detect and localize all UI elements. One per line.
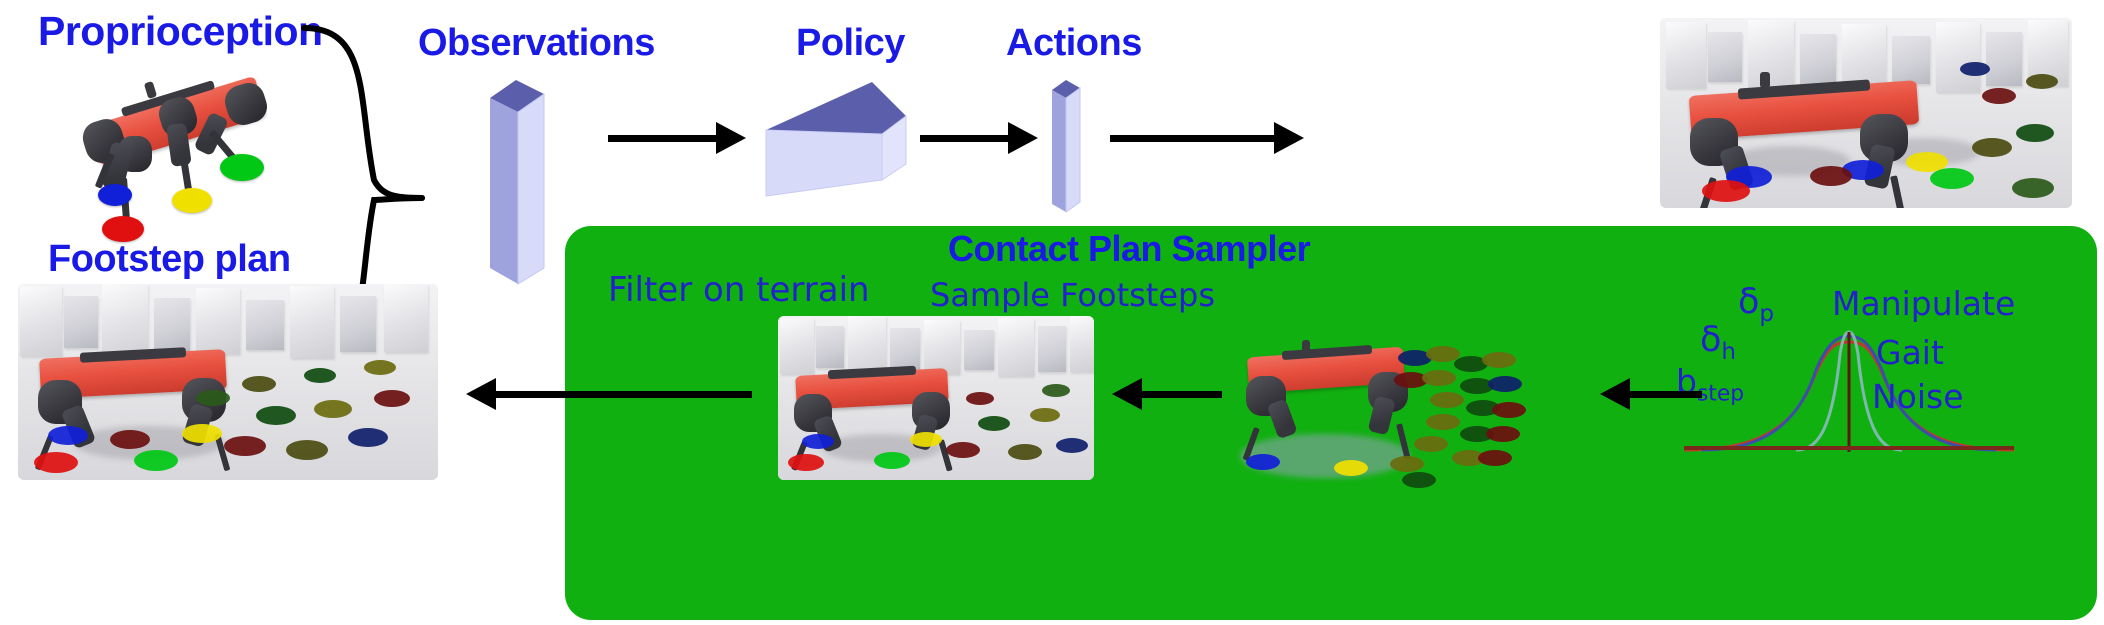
sampled-footstep <box>1394 372 1428 388</box>
arrow-filter-to-plan <box>466 378 756 410</box>
contact-marker <box>1030 408 1060 422</box>
sampled-footstep <box>1390 456 1424 472</box>
contact-marker <box>196 390 230 406</box>
policy-block <box>760 72 910 200</box>
contact-marker <box>134 450 178 471</box>
actions-block <box>1046 72 1092 214</box>
contact-marker <box>1982 88 2016 104</box>
contact-marker <box>1960 62 1990 76</box>
contact-marker <box>966 392 994 405</box>
observations-label: Observations <box>418 22 655 64</box>
contact-marker <box>182 424 222 443</box>
contact-marker <box>1056 438 1088 453</box>
policy-label: Policy <box>796 22 905 64</box>
contact-marker <box>348 428 388 447</box>
foot-marker-front-right <box>172 188 212 213</box>
sampled-footstep <box>1422 370 1456 386</box>
delta-p-symbol: δp <box>1738 282 1775 327</box>
sampled-footstep <box>1430 392 1464 408</box>
sampled-footstep <box>1460 426 1494 442</box>
arrow-noise-to-sample <box>1600 378 1704 410</box>
arrow-observations-to-policy <box>608 122 750 154</box>
sampled-footstep <box>1402 472 1436 488</box>
contact-marker <box>1810 166 1852 186</box>
sampled-footstep <box>1492 402 1526 418</box>
actions-label: Actions <box>1006 22 1142 64</box>
contact-marker <box>788 454 824 471</box>
arrow-sample-to-filter <box>1112 378 1224 410</box>
contact-marker <box>978 416 1010 431</box>
sampled-footstep <box>1414 436 1448 452</box>
sampled-footstep <box>1334 460 1368 476</box>
proprioception-label: Proprioception <box>38 8 323 54</box>
arrow-policy-to-actions <box>920 122 1042 154</box>
sampled-footstep <box>1246 454 1280 470</box>
sampled-footstep <box>1486 426 1520 442</box>
contact-marker <box>314 400 352 418</box>
sampled-footstep <box>1488 376 1522 392</box>
contact-marker <box>1906 152 1948 172</box>
foot-marker-front-left <box>220 154 264 181</box>
filter-on-terrain-label: Filter on terrain <box>608 270 870 310</box>
contact-marker <box>364 360 396 375</box>
contact-marker <box>374 390 410 407</box>
contact-marker <box>802 434 834 449</box>
rollout-scene <box>1660 18 2072 208</box>
filter-on-terrain-scene <box>778 316 1094 480</box>
contact-marker <box>224 436 266 456</box>
footstep-plan-scene <box>18 284 438 480</box>
sampled-footstep <box>1482 352 1516 368</box>
manipulate-label: Manipulate <box>1832 284 2016 323</box>
contact-marker <box>2026 74 2058 89</box>
contact-marker <box>2016 124 2054 142</box>
observations-block <box>482 72 560 285</box>
sampled-footstep <box>1452 450 1486 466</box>
contact-marker <box>1842 160 1884 180</box>
proprioception-robot-render <box>60 58 360 242</box>
contact-marker <box>1972 138 2012 157</box>
gait-label: Gait <box>1876 333 1944 372</box>
contact-marker <box>2012 178 2054 198</box>
contact-marker <box>256 406 296 425</box>
sampled-footstep <box>1454 356 1488 372</box>
noise-label: Noise <box>1872 377 1964 416</box>
foot-marker-rear-right <box>98 184 132 206</box>
contact-marker <box>242 376 276 392</box>
contact-marker <box>34 452 78 473</box>
contact-marker <box>1930 168 1974 189</box>
contact-marker <box>304 368 336 383</box>
noise-plot-baseline <box>1684 446 2014 450</box>
sampled-footstep <box>1426 346 1460 362</box>
contact-marker <box>286 440 328 460</box>
contact-marker <box>110 430 150 449</box>
footstep-plan-label: Footstep plan <box>48 238 291 280</box>
foot-marker-rear-left <box>102 216 144 242</box>
delta-h-symbol: δh <box>1700 320 1737 365</box>
sample-footsteps-label: Sample Footsteps <box>930 276 1216 314</box>
contact-marker <box>1702 180 1750 202</box>
arrow-actions-to-rollout <box>1110 122 1310 154</box>
noise-distribution-plot <box>1683 330 2015 452</box>
sampled-footstep <box>1460 378 1494 394</box>
contact-marker <box>1042 384 1070 397</box>
contact-marker <box>48 426 88 445</box>
contact-marker <box>1008 444 1042 460</box>
sampled-footstep <box>1478 450 1512 466</box>
sampler-title: Contact Plan Sampler <box>948 228 1311 269</box>
sampled-footstep <box>1466 400 1500 416</box>
sample-footsteps-scene <box>1230 326 1590 496</box>
sampled-footstep <box>1426 414 1460 430</box>
contact-marker <box>910 432 942 447</box>
contact-marker <box>874 452 910 469</box>
contact-marker <box>946 442 980 458</box>
sampled-footstep <box>1398 350 1432 366</box>
